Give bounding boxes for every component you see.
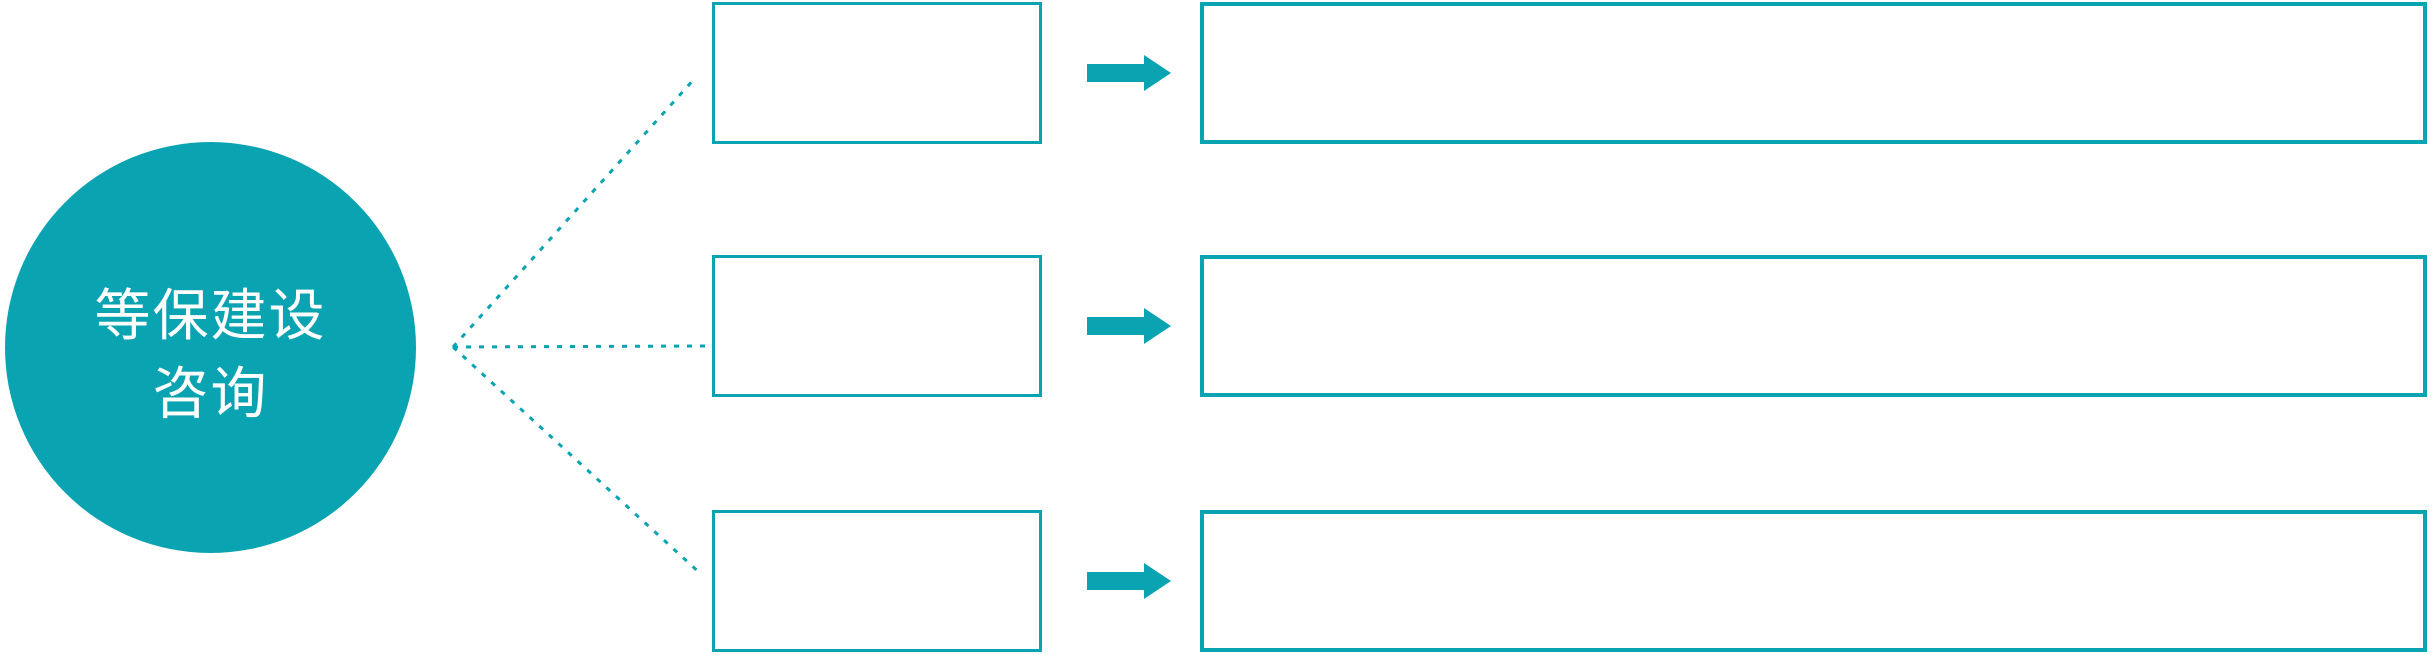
- root-label-line-2: 咨询: [152, 361, 269, 425]
- branch-row-3: [712, 510, 2427, 652]
- dotted-branch-line-top: [451, 75, 698, 349]
- branch-2-step-box: [712, 255, 1042, 397]
- root-label-line-1: 等保建设: [94, 283, 327, 347]
- branch-2-detail-box: [1200, 255, 2427, 397]
- root-node-label: 等保建设 咨询: [95, 277, 327, 433]
- branch-1-step-box: [712, 2, 1042, 144]
- branch-row-2: [712, 255, 2427, 397]
- branch-3-detail-box: [1200, 510, 2427, 652]
- dotted-branch-line-middle: [452, 344, 706, 349]
- branch-row-1: [712, 2, 2427, 144]
- dotted-branch-line-bottom: [451, 345, 704, 577]
- right-block-arrow-icon: [1087, 308, 1171, 344]
- branch-3-step-box: [712, 510, 1042, 652]
- right-block-arrow-icon: [1087, 563, 1171, 599]
- root-node-circle: 等保建设 咨询: [5, 142, 416, 553]
- right-block-arrow-icon: [1087, 55, 1171, 91]
- branch-1-detail-box: [1200, 2, 2427, 144]
